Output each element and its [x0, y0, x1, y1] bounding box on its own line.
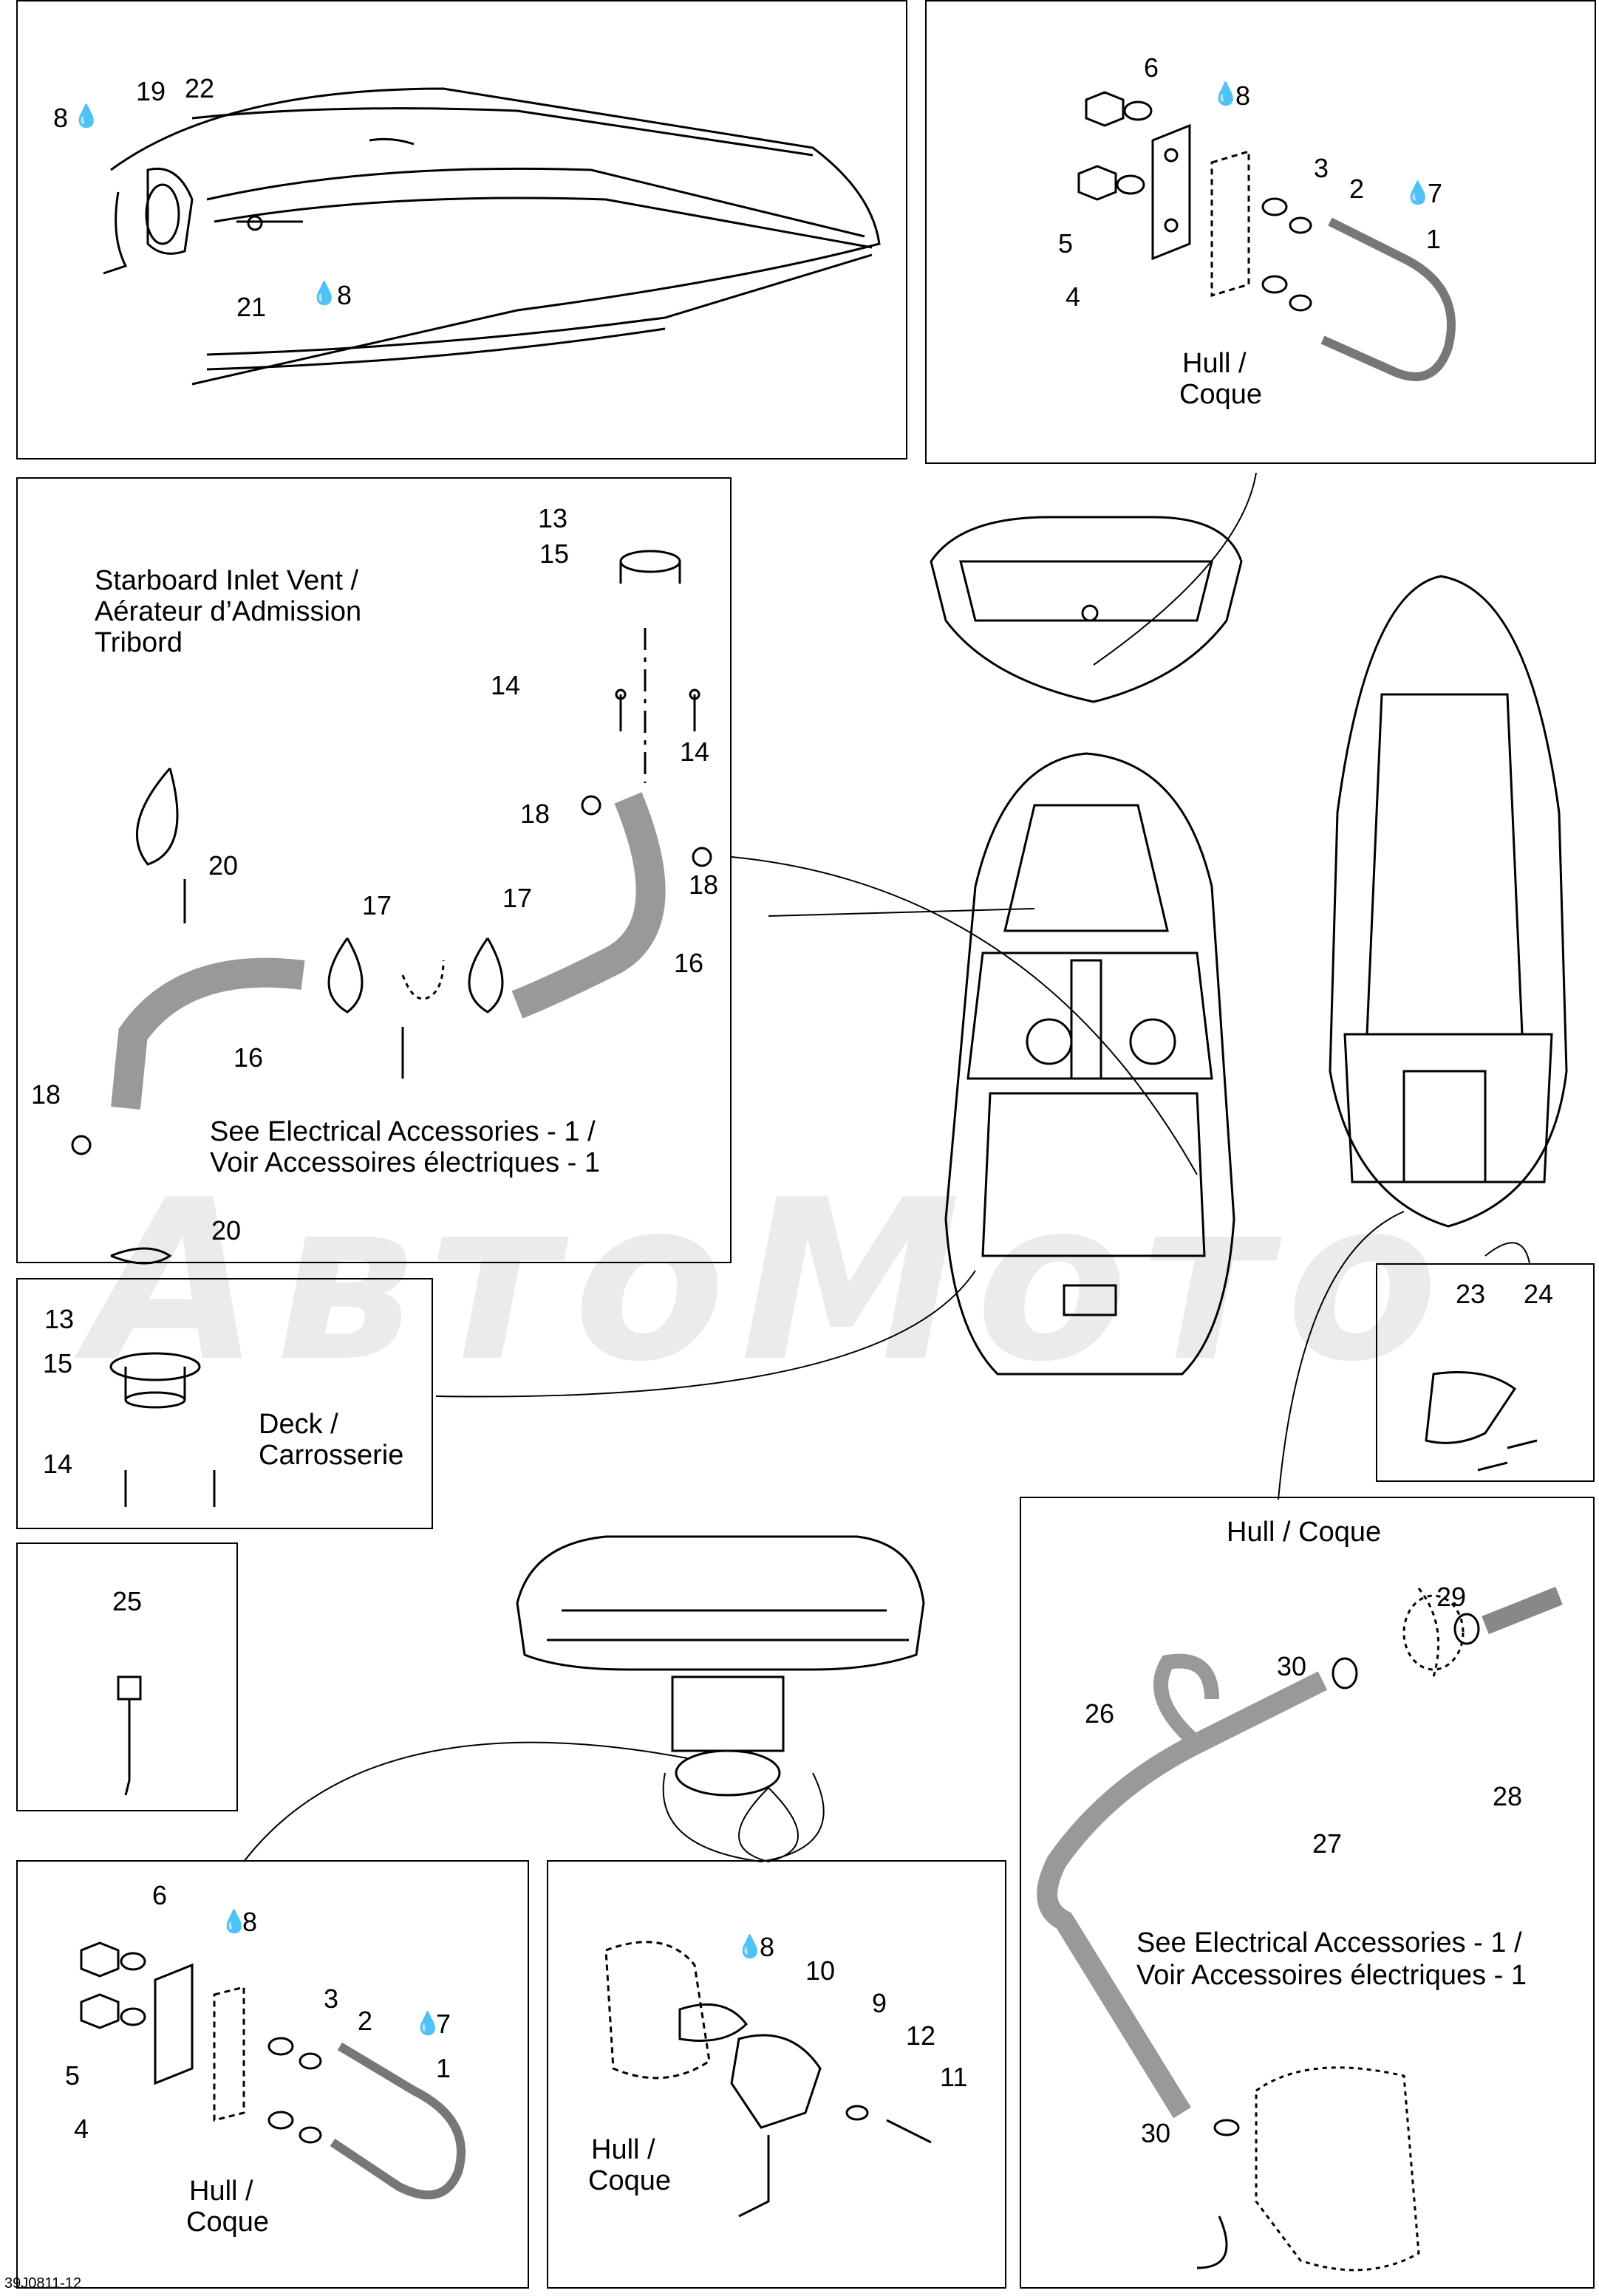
- deck-note: Carrosserie: [259, 1440, 404, 1471]
- panel-starboard-vent: [16, 477, 732, 1263]
- part-label: 6: [1144, 52, 1159, 83]
- part-label: 26: [1085, 1698, 1115, 1729]
- boat-top-view: [944, 752, 1235, 1376]
- part-label: 3: [324, 1984, 339, 2014]
- part-label: 23: [1456, 1279, 1486, 1309]
- screw-drawing: [117, 1675, 142, 1796]
- hull-top-view: [1329, 575, 1568, 1228]
- drop-icon: 💧: [1212, 82, 1240, 106]
- inlet-vent-note: Starboard Inlet Vent /: [95, 565, 359, 596]
- part-label: 20: [208, 850, 239, 881]
- part-label: 11: [940, 2062, 968, 2092]
- bow-drawing: [103, 87, 881, 386]
- part-label: 2: [358, 2006, 373, 2036]
- electrical-accessories-note: See Electrical Accessories - 1 /: [1136, 1927, 1522, 1958]
- drop-icon: 💧: [72, 104, 100, 129]
- drop-icon: 💧: [414, 2012, 442, 2036]
- part-label: 27: [1312, 1828, 1343, 1859]
- drop-icon: 💧: [1404, 181, 1432, 205]
- part-label: 18: [31, 1079, 61, 1110]
- hull-note: Coque: [1179, 379, 1262, 410]
- part-label: 12: [906, 2020, 936, 2051]
- hull-note: Hull /: [591, 2134, 655, 2165]
- part-label: 30: [1277, 1651, 1307, 1681]
- drain-drawing: [604, 1941, 932, 2218]
- part-label: 18: [520, 799, 550, 829]
- part-label: 8: [760, 1932, 775, 1962]
- vent-hoses: [71, 550, 712, 1265]
- part-label: 7: [1428, 178, 1443, 208]
- part-label: 15: [43, 1348, 73, 1378]
- hull-note: Coque: [588, 2165, 671, 2196]
- part-label: 2: [1349, 174, 1365, 204]
- boat-stern-view: [930, 516, 1243, 703]
- part-label: 1: [1426, 224, 1442, 254]
- electrical-accessories-note: Voir Accessoires électriques - 1: [210, 1147, 601, 1178]
- boat-front-view: [516, 1535, 925, 1797]
- part-label: 4: [1066, 281, 1081, 312]
- inlet-vent-note: Tribord: [95, 627, 183, 658]
- part-label: 16: [674, 948, 704, 978]
- part-label: 20: [211, 1215, 242, 1246]
- panel-bilge-pump: [1020, 1497, 1595, 2289]
- part-label: 9: [872, 1988, 887, 2018]
- part-label: 24: [1524, 1279, 1554, 1309]
- panel-bottom-eyelet: [16, 1860, 529, 2289]
- part-label: 5: [65, 2060, 81, 2091]
- part-label: 22: [185, 73, 215, 103]
- deck-vent-drawing: [109, 1352, 216, 1507]
- part-label: 30: [1141, 2118, 1171, 2148]
- electrical-accessories-note: See Electrical Accessories - 1 /: [210, 1116, 596, 1147]
- part-label: 7: [436, 2009, 451, 2039]
- cover-drawing: [1425, 1371, 1538, 1472]
- part-label: 28: [1493, 1781, 1523, 1811]
- panel-drain-plug: [547, 1860, 1006, 2289]
- part-label: 14: [43, 1449, 73, 1479]
- part-label: 16: [233, 1042, 264, 1073]
- part-label: 10: [805, 1955, 836, 1986]
- part-label: 21: [236, 292, 267, 322]
- hull-note: Hull /: [189, 2176, 253, 2207]
- part-label: 17: [502, 883, 533, 913]
- deck-note: Deck /: [259, 1409, 338, 1440]
- hull-note: Hull /: [1182, 348, 1247, 379]
- part-label: 19: [136, 76, 166, 106]
- part-label: 3: [1314, 153, 1329, 183]
- panel-deck-vent: [16, 1278, 433, 1529]
- hull-note: Coque: [186, 2207, 269, 2238]
- part-label: 14: [680, 737, 710, 767]
- watermark: АвтоМото: [89, 1152, 1453, 1410]
- hull-note: Hull / Coque: [1227, 1517, 1382, 1548]
- part-label: 1: [436, 2053, 451, 2083]
- panel-bow-vent-plugs: [16, 0, 907, 459]
- part-label: 13: [44, 1304, 75, 1334]
- part-label: 5: [1058, 228, 1074, 259]
- electrical-accessories-note: Voir Accessoires électriques - 1: [1136, 1960, 1527, 1991]
- inlet-vent-note: Aérateur d’Admission: [95, 596, 362, 627]
- part-label: 29: [1436, 1582, 1467, 1612]
- part-label: 8: [53, 103, 69, 133]
- part-label: 15: [539, 539, 570, 569]
- part-label: 14: [491, 670, 521, 700]
- part-label: 8: [242, 1907, 258, 1937]
- drawing-code: 39J0811-12: [4, 2275, 82, 2292]
- eyelet-hardware-top: [1077, 91, 1456, 381]
- part-label: 8: [337, 280, 352, 310]
- eyelet-hardware-bottom: [80, 1941, 466, 2200]
- part-label: 8: [1235, 81, 1251, 111]
- part-label: 25: [112, 1586, 143, 1616]
- pump-drawing: [1037, 1586, 1563, 2272]
- part-label: 6: [152, 1880, 168, 1910]
- panel-screw: [16, 1542, 238, 1811]
- part-label: 13: [538, 503, 568, 533]
- part-label: 17: [362, 890, 392, 920]
- drop-icon: 💧: [220, 1910, 248, 1934]
- drop-icon: 💧: [310, 281, 338, 306]
- part-label: 18: [689, 869, 719, 900]
- panel-cover: [1376, 1263, 1595, 1482]
- part-label: 4: [74, 2114, 89, 2144]
- panel-top-eyelet: [925, 0, 1596, 464]
- drop-icon: 💧: [736, 1935, 764, 1959]
